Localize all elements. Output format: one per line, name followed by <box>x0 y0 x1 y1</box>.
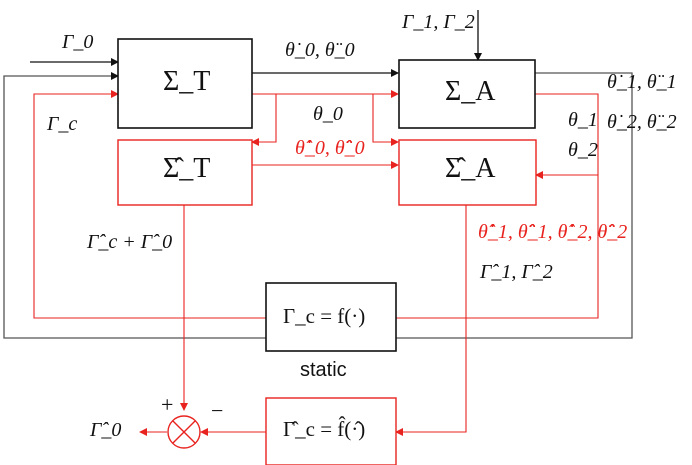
summing-junction <box>167 415 201 449</box>
sigma-a-hat-label: Σ̂_A <box>445 153 496 184</box>
sigma-t-hat-block <box>117 139 253 206</box>
theta0-dots-label: θ̇_0, θ̈_0 <box>285 39 355 61</box>
gamma-c-label: Γ_c <box>47 113 78 135</box>
theta-hat-dots-label: θ̂̇_1, θ̂̈_1, θ̂̇_2, θ̂̈_2 <box>478 221 628 243</box>
sigma-a-block <box>398 59 536 129</box>
controller-hat-block <box>265 397 397 465</box>
theta-hat-to-controller-hat-wire <box>395 205 467 436</box>
theta-outputs-1-label: θ̇_1, θ̈_1 <box>607 71 677 93</box>
gamma-hat-1-2-label: Γ̂_1, Γ̂_2 <box>480 261 553 283</box>
controller-label: Γ_c = f(·) <box>283 304 366 328</box>
gamma-1-2-label: Γ_1, Γ_2 <box>402 11 475 33</box>
theta0-to-sigma-t-hat-wire <box>251 94 277 146</box>
theta0-to-sigma-a-hat-wire <box>372 94 399 146</box>
theta2-label: θ_2 <box>568 139 598 161</box>
sigma-t-block <box>117 38 253 129</box>
gamma-c-to-right-wire <box>396 175 599 319</box>
theta0-hat-dots-label: θ̂̇_0, θ̂̈_0 <box>295 137 365 159</box>
gamma-0-hat-label: Γ̂_0 <box>90 419 122 441</box>
sigma-t-label: Σ_T <box>163 66 211 97</box>
sigma-a-hat-block <box>398 139 537 206</box>
theta1-label: θ_1 <box>568 109 598 131</box>
controller-block <box>265 282 397 352</box>
static-label: static <box>300 359 347 381</box>
sum-plus-sign: + <box>161 392 174 417</box>
theta-outputs-2-label: θ̇_2, θ̈_2 <box>607 111 677 133</box>
theta1-feedback-wire <box>535 93 599 179</box>
sigma-a-label: Σ_A <box>445 76 496 107</box>
theta0-label: θ_0 <box>313 103 343 125</box>
gamma-0-label: Γ_0 <box>62 31 94 53</box>
sigma-t-hat-label: Σ̂_T <box>163 153 211 184</box>
gamma-c-hat-plus-gamma-0-hat-label: Γ̂_c + Γ̂_0 <box>87 231 173 253</box>
sum-minus-sign: − <box>211 398 224 423</box>
gamma-c-feedback-wire <box>33 90 266 319</box>
controller-hat-label: Γ̂_c = f̂(·̂) <box>283 417 366 441</box>
